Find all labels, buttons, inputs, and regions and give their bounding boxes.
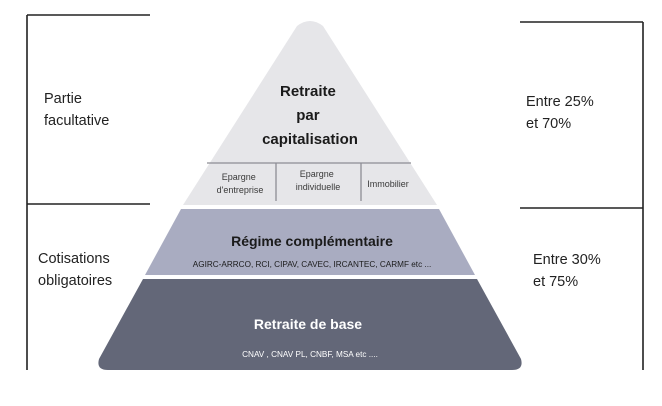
left-bracket bbox=[26, 14, 150, 370]
top-tier-title: Retraite par capitalisation bbox=[262, 83, 358, 148]
label-line: et 75% bbox=[533, 274, 579, 290]
label-line: Partie bbox=[44, 91, 82, 107]
label-line: Entre 25% bbox=[526, 94, 594, 110]
label-partie-facultative: Partie facultative bbox=[44, 88, 109, 132]
middle-tier-subtitle: AGIRC-ARRCO, RCI, CIPAV, CAVEC, IRCANTEC… bbox=[193, 260, 432, 269]
top-tier-box-grid bbox=[207, 162, 411, 201]
right-bracket bbox=[520, 21, 644, 370]
box-epargne-individuelle: Epargne individuelle bbox=[296, 169, 341, 192]
label-line: Entre 30% bbox=[533, 252, 601, 268]
label-line: obligatoires bbox=[38, 273, 113, 289]
label-cotisations-obligatoires: Cotisations obligatoires bbox=[38, 248, 112, 292]
base-tier-subtitle: CNAV , CNAV PL, CNBF, MSA etc .... bbox=[242, 350, 378, 359]
label-line: facultative bbox=[44, 113, 110, 129]
base-tier-retraite-de-base bbox=[98, 279, 522, 370]
label-line: Cotisations bbox=[38, 251, 110, 267]
box-immobilier: Immobilier bbox=[367, 179, 409, 189]
middle-tier-title: Régime complémentaire bbox=[231, 233, 393, 249]
base-tier-title: Retraite de base bbox=[254, 316, 362, 332]
label-entre-25-70: Entre 25% et 70% bbox=[526, 91, 594, 135]
label-entre-30-75: Entre 30% et 75% bbox=[533, 249, 601, 293]
top-tier-capitalisation bbox=[183, 21, 437, 205]
box-epargne-entreprise: Epargne d'entreprise bbox=[217, 172, 264, 195]
label-line: et 70% bbox=[526, 116, 572, 132]
middle-tier-complementaire bbox=[145, 209, 475, 275]
